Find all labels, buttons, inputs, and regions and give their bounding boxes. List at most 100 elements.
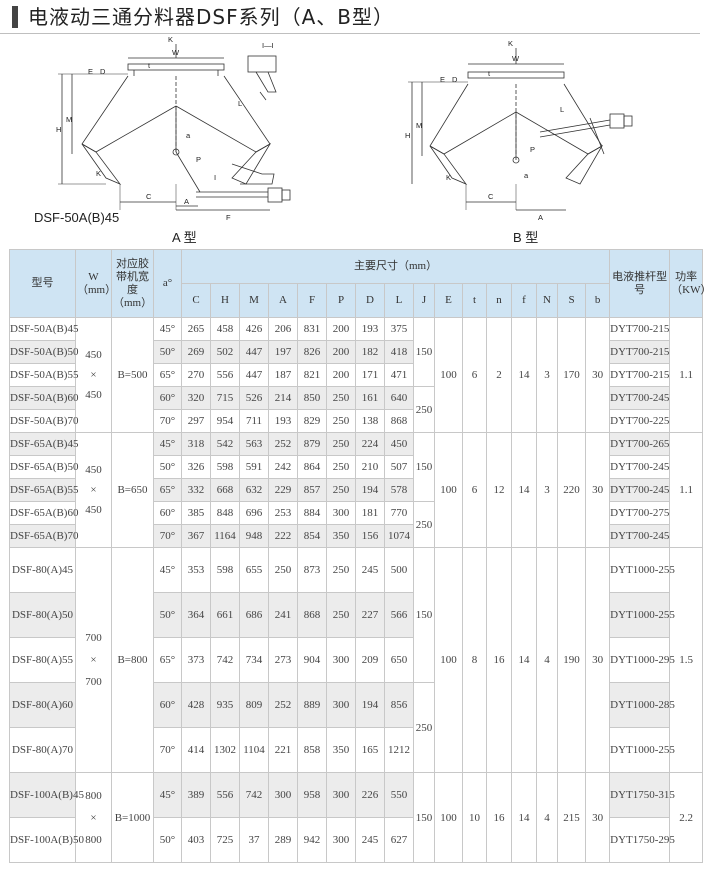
spec-table: 型号 W（mm） 对应胶带机宽度（mm） a° 主要尺寸（mm） 电液推杆型号 …	[9, 249, 711, 863]
cell-dim-a: 229	[268, 478, 298, 502]
cell-dim-m: 742	[239, 772, 269, 818]
cell-dim-s: 220	[557, 432, 586, 548]
cell-dim-m: 686	[239, 592, 269, 638]
cell-dim-l: 578	[384, 478, 414, 502]
header-model: 型号	[9, 249, 76, 318]
cell-dim-f: 942	[297, 817, 327, 863]
cell-model: DSF-80(A)55	[9, 637, 76, 683]
header-dim-c: C	[181, 283, 211, 318]
header-dim-e: E	[434, 283, 463, 318]
cell-dim-c: 270	[181, 363, 211, 387]
cell-dim-l: 471	[384, 363, 414, 387]
cell-dim-h: 848	[210, 501, 240, 525]
cell-w-part: ×	[90, 811, 97, 824]
cell-dim-a: 252	[268, 682, 298, 728]
header-dim-n: n	[486, 283, 512, 318]
header-dim-f: f	[511, 283, 537, 318]
cell-dim-n: 12	[486, 432, 512, 548]
cell-dim-p: 250	[326, 386, 356, 410]
cell-actuator: DYT700-245	[609, 478, 671, 502]
cell-dim-m: 426	[239, 317, 269, 341]
cell-dim-h: 502	[210, 340, 240, 364]
cell-actuator: DYT1000-255	[609, 547, 675, 593]
label-t-a: t	[148, 61, 151, 70]
drawing-model-caption: DSF-50A(B)45	[34, 210, 120, 225]
cell-dim-p: 200	[326, 363, 356, 387]
cell-dim-f: 958	[297, 772, 327, 818]
cell-model: DSF-100A(B)50	[9, 817, 84, 863]
drawings-area: K W t E D I—I H M L C A F P a I K	[0, 34, 700, 246]
cell-dim-a: 241	[268, 592, 298, 638]
cell-dim-e: 100	[434, 432, 463, 548]
cell-dim-a: 300	[268, 772, 298, 818]
cell-model: DSF-65A(B)50	[9, 455, 78, 479]
cell-belt-width: B=1000	[111, 772, 154, 863]
header-w: W（mm）	[75, 249, 116, 318]
cell-angle: 60°	[153, 386, 182, 410]
cell-model: DSF-65A(B)55	[9, 478, 78, 502]
header-power: 功率（KW）	[669, 249, 711, 318]
cell-dim-j: 250	[413, 682, 435, 773]
cell-dim-l: 856	[384, 682, 414, 728]
label-k-b: K	[508, 39, 513, 48]
cell-dim-c: 364	[181, 592, 211, 638]
cell-dim-c: 414	[181, 727, 211, 773]
cell-dim-h: 1164	[210, 524, 240, 548]
cell-dim-d: 193	[355, 317, 385, 341]
cell-dim-c: 403	[181, 817, 211, 863]
cell-actuator: DYT1000-255	[609, 727, 675, 773]
label-k-a: K	[168, 35, 173, 44]
cell-dim-p: 250	[326, 409, 356, 433]
cell-angle: 70°	[153, 727, 182, 773]
header-actuator: 电液推杆型号	[609, 249, 671, 318]
cell-dim-f: 904	[297, 637, 327, 683]
cell-dim-f: 826	[297, 340, 327, 364]
cell-dim-t: 8	[462, 547, 487, 773]
label-h-b: H	[405, 131, 410, 140]
label-c-b: C	[488, 192, 494, 201]
cell-dim-f: 858	[297, 727, 327, 773]
cell-dim-f: 889	[297, 682, 327, 728]
cell-dim-m: 563	[239, 432, 269, 456]
cell-dim-f: 854	[297, 524, 327, 548]
cell-dim-s: 190	[557, 547, 586, 773]
cell-actuator: DYT1000-285	[609, 682, 675, 728]
a-top-flange	[127, 63, 225, 71]
cell-actuator: DYT1000-295	[609, 637, 675, 683]
cell-dim-c: 318	[181, 432, 211, 456]
cell-dim-p: 250	[326, 478, 356, 502]
label-angle-b: a	[524, 171, 529, 180]
cell-actuator: DYT700-275	[609, 501, 671, 525]
cell-dim-a: 193	[268, 409, 298, 433]
cell-model: DSF-50A(B)60	[9, 386, 78, 410]
label-d-a: D	[100, 67, 106, 76]
label-c-a: C	[146, 192, 152, 201]
cell-dim-b: 30	[584, 547, 611, 773]
cell-dim-n: 2	[486, 317, 512, 433]
cell-w-part: 700	[85, 676, 102, 688]
caption-type-b: B 型	[513, 230, 539, 245]
cell-dim-a: 253	[268, 501, 298, 525]
cell-dim-m: 948	[239, 524, 269, 548]
cell-belt-width: B=500	[111, 317, 154, 433]
cell-dim-n: 3	[536, 432, 558, 548]
header-belt-width: 对应胶带机宽度（mm）	[111, 249, 154, 318]
cell-power: 1.1	[669, 432, 704, 548]
cell-dim-a: 289	[268, 817, 298, 863]
cell-dim-d: 209	[355, 637, 385, 683]
cell-dim-j: 250	[413, 386, 435, 433]
cell-dim-d: 165	[355, 727, 385, 773]
cell-angle: 45°	[153, 317, 182, 341]
cell-model: DSF-65A(B)60	[9, 501, 78, 525]
cell-dim-p: 350	[326, 727, 356, 773]
cell-dim-b: 30	[584, 432, 611, 548]
cell-dim-f: 879	[297, 432, 327, 456]
label-a-a: A	[184, 197, 189, 206]
drawing-type-b	[408, 48, 633, 211]
